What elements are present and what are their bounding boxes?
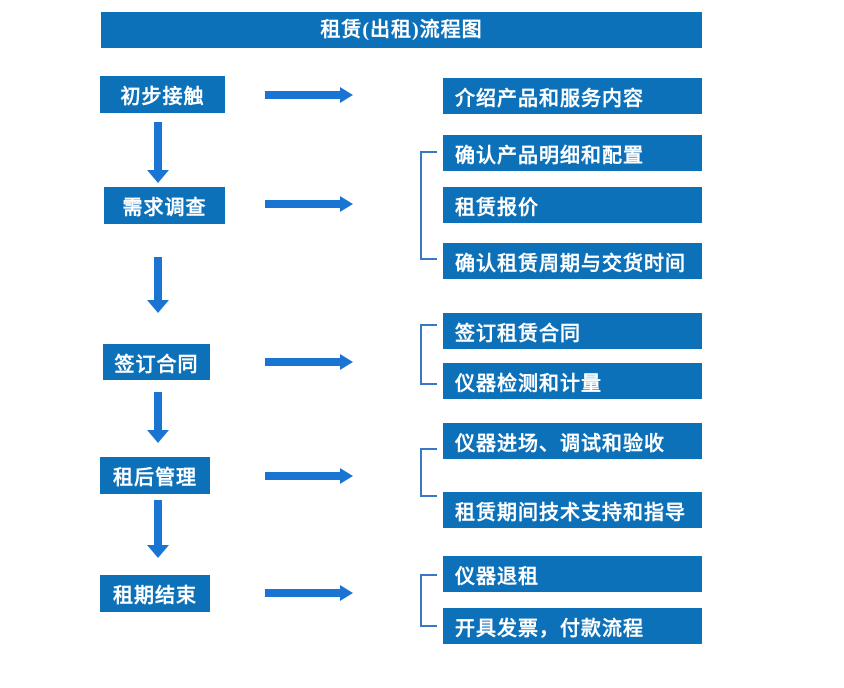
- arrow-step5-to-details: [265, 585, 353, 601]
- arrow-step4-to-details: [265, 468, 353, 484]
- arrow-step3-to-step4: [147, 392, 169, 443]
- arrow-shaft: [265, 358, 342, 366]
- arrow-head-right-icon: [340, 354, 353, 370]
- arrow-shaft: [265, 472, 342, 480]
- arrow-step2-to-step3: [147, 257, 169, 313]
- arrow-shaft: [154, 500, 162, 546]
- arrow-head-right-icon: [340, 87, 353, 103]
- arrow-shaft: [265, 589, 342, 597]
- arrow-step2-to-details: [265, 196, 353, 212]
- arrow-step1-to-details: [265, 87, 353, 103]
- arrow-step3-to-details: [265, 354, 353, 370]
- detail-box-instrument-setup: 仪器进场、调试和验收: [443, 423, 702, 459]
- step-box-sign-contract: 签订合同: [103, 344, 210, 380]
- arrow-head-down-icon: [147, 545, 169, 558]
- step-box-post-rental-management: 租后管理: [100, 457, 210, 494]
- arrow-head-down-icon: [147, 430, 169, 443]
- arrow-head-right-icon: [340, 468, 353, 484]
- arrow-head-right-icon: [340, 585, 353, 601]
- detail-box-technical-support: 租赁期间技术支持和指导: [443, 492, 702, 528]
- arrow-head-down-icon: [147, 300, 169, 313]
- detail-box-sign-rental-contract: 签订租赁合同: [443, 313, 702, 349]
- arrow-head-down-icon: [147, 170, 169, 183]
- step-box-initial-contact: 初步接触: [100, 76, 225, 113]
- arrow-shaft: [265, 200, 342, 208]
- detail-box-rental-quote: 租赁报价: [443, 187, 702, 223]
- detail-box-confirm-product-details: 确认产品明细和配置: [443, 135, 702, 171]
- bracket-demand-survey-group: [420, 151, 437, 260]
- flowchart-title: 租赁(出租)流程图: [101, 12, 702, 48]
- arrow-head-right-icon: [340, 196, 353, 212]
- arrow-shaft: [265, 91, 342, 99]
- bracket-sign-contract-group: [420, 324, 437, 385]
- detail-box-instrument-return: 仪器退租: [443, 556, 702, 592]
- step-box-demand-survey: 需求调查: [104, 187, 225, 224]
- step-box-rental-end: 租期结束: [100, 575, 210, 612]
- arrow-shaft: [154, 392, 162, 431]
- detail-box-invoice-payment: 开具发票，付款流程: [443, 608, 702, 644]
- detail-box-confirm-rental-period: 确认租赁周期与交货时间: [443, 243, 702, 279]
- arrow-step1-to-step2: [147, 122, 169, 183]
- arrow-step4-to-step5: [147, 500, 169, 558]
- detail-box-instrument-testing: 仪器检测和计量: [443, 363, 702, 399]
- bracket-rental-end-group: [420, 574, 437, 627]
- detail-box-introduce-products: 介绍产品和服务内容: [443, 78, 702, 114]
- arrow-shaft: [154, 122, 162, 171]
- bracket-post-rental-group: [420, 448, 437, 497]
- arrow-shaft: [154, 257, 162, 301]
